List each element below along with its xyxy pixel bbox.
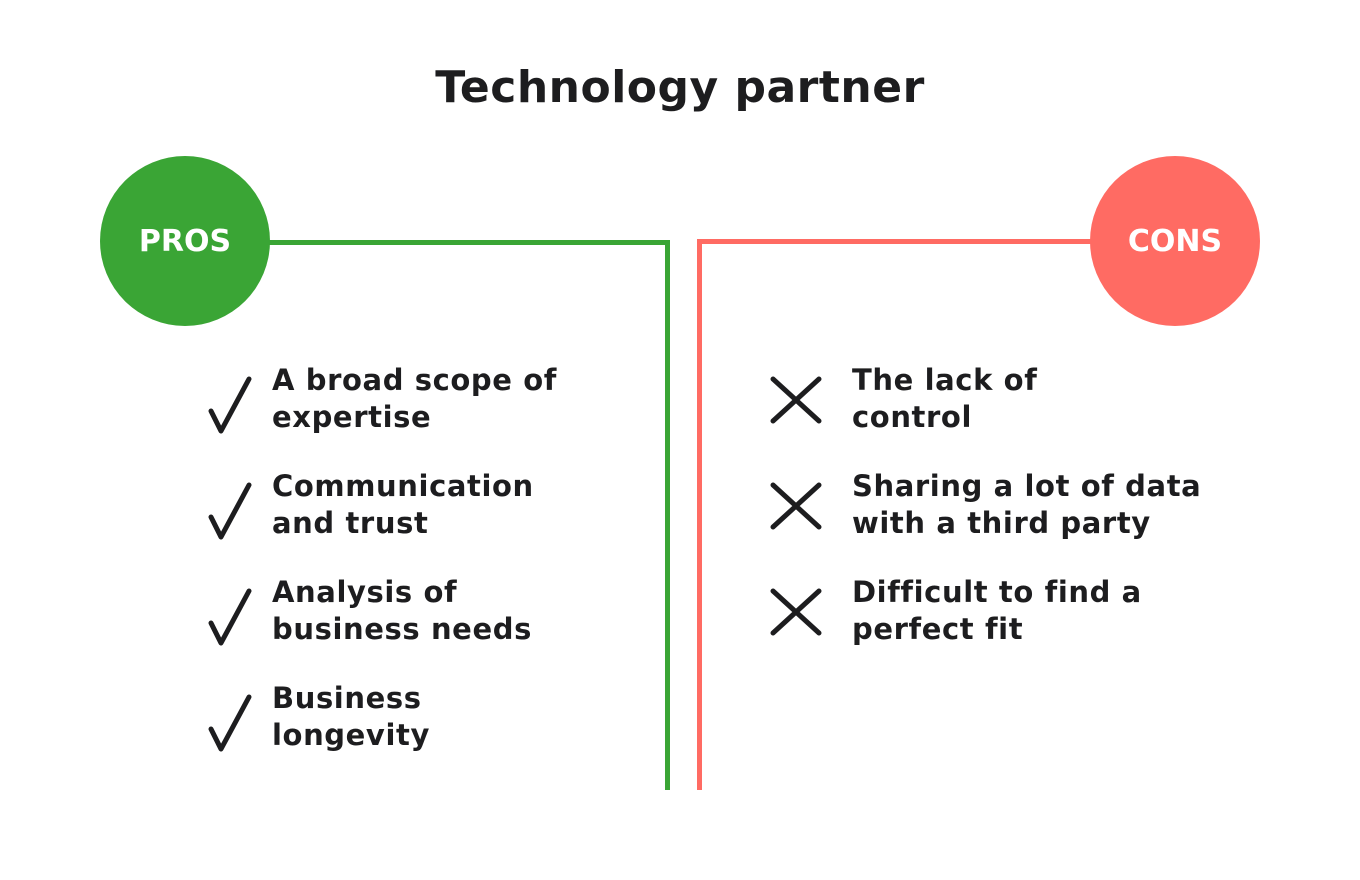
pros-divider-vertical xyxy=(665,240,670,790)
cross-icon xyxy=(768,480,824,536)
pros-badge: PROS xyxy=(100,156,270,326)
pros-list-item: Analysis of business needs xyxy=(272,574,532,648)
cons-item-text: Sharing a lot of data with a third party xyxy=(852,469,1202,540)
pros-list-item: Business longevity xyxy=(272,680,430,754)
cons-list-item: Sharing a lot of data with a third party xyxy=(852,468,1201,542)
pros-divider-horizontal xyxy=(268,240,670,245)
cross-icon xyxy=(768,374,824,430)
cons-item-text: The lack of control xyxy=(852,363,1038,434)
pros-item-text: Communication and trust xyxy=(272,469,534,540)
cross-icon xyxy=(768,586,824,642)
cons-list-item: The lack of control xyxy=(852,362,1037,436)
check-icon xyxy=(207,587,253,651)
check-icon xyxy=(207,481,253,545)
page-title: Technology partner xyxy=(435,62,925,113)
pros-item-text: Analysis of business needs xyxy=(272,575,532,646)
cons-divider-horizontal xyxy=(697,239,1093,244)
pros-list-item: A broad scope of expertise xyxy=(272,362,557,436)
pros-item-text: A broad scope of expertise xyxy=(272,363,557,434)
cons-divider-vertical xyxy=(697,239,702,790)
check-icon xyxy=(207,693,253,757)
cons-badge: CONS xyxy=(1090,156,1260,326)
pros-item-text: Business longevity xyxy=(272,681,430,752)
cons-list-item: Difficult to find a perfect fit xyxy=(852,574,1142,648)
check-icon xyxy=(207,375,253,439)
cons-item-text: Difficult to find a perfect fit xyxy=(852,575,1142,646)
pros-list-item: Communication and trust xyxy=(272,468,534,542)
